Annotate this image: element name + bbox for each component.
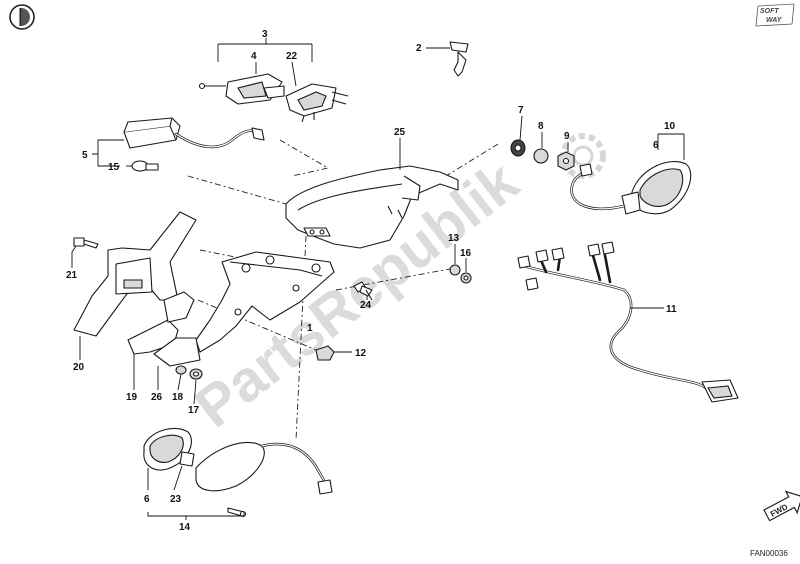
callout-23: 23 [170,494,182,505]
part-1-bracket [195,251,335,353]
callout-24: 24 [360,300,372,311]
callout-11: 11 [666,304,677,315]
callout-16: 16 [460,248,472,259]
part-12-nut [315,345,335,361]
callout-25: 25 [394,127,406,138]
callout-19: 19 [126,392,138,403]
part-14-turn-signal [143,428,333,518]
part-19-bracket [127,291,201,367]
part-10-turn-signal [570,160,692,215]
callout-8: 8 [538,121,544,132]
callout-18: 18 [172,392,184,403]
part-11-wiring-harness [517,241,739,403]
callout-7: 7 [518,105,524,116]
callout-22: 22 [286,51,298,62]
callout-12: 12 [355,348,367,359]
part-24-bolt [353,281,373,301]
callout-1: 1 [307,323,313,334]
callout-26: 26 [151,392,163,403]
part-15-bulb [131,160,159,172]
part-21-bolt [73,237,99,249]
callout-10: 10 [664,121,676,132]
part-22-tail-lamp [285,83,349,123]
diagram-code: FAN00036 [750,549,788,558]
callout-17: 17 [188,405,200,416]
callout-labels: 3 4 22 2 5 15 25 7 8 9 10 6 11 13 16 24 … [66,29,677,533]
callout-21: 21 [66,270,78,281]
callout-15: 15 [108,162,120,173]
part-9-nut [557,151,575,171]
part-25-undertray [285,165,459,249]
callout-4: 4 [251,51,257,62]
part-18-washer [175,365,187,375]
logo-line1: SOFT [760,8,779,15]
callout-5: 5 [82,150,88,161]
part-4-tail-lens [198,73,285,105]
forward-arrow-icon: FWD [763,490,800,522]
part-17-nut [189,368,203,380]
part-2-bolt [449,41,469,77]
callout-6-left: 6 [144,494,150,505]
part-8-spacer [533,148,549,164]
callout-20: 20 [73,362,85,373]
callout-9: 9 [564,131,570,142]
part-20-plate-holder [73,211,197,337]
callout-2: 2 [416,43,422,54]
part-16-nut [460,272,472,284]
callout-14: 14 [179,522,191,533]
callout-13: 13 [448,233,460,244]
part-7-grommet [510,139,526,157]
circle-slash-icon [9,4,35,30]
logo-line2: WAY [766,17,783,24]
softway-logo: SOFT WAY [755,3,795,27]
part-5-license-lamp [123,117,265,149]
callout-6-right: 6 [653,140,659,151]
callout-3: 3 [262,29,268,40]
part-13-washer [449,264,461,276]
leader-lines [71,38,685,520]
